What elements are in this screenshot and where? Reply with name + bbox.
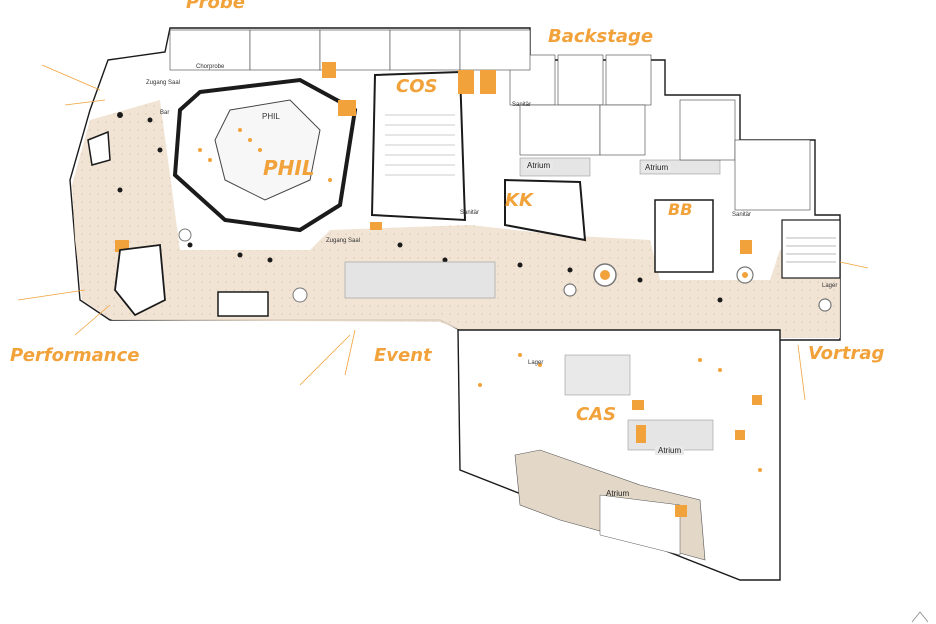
zone-label-event: Event xyxy=(374,345,432,366)
label-bar: Bar xyxy=(160,110,170,116)
zone-label-cas: CAS xyxy=(576,404,617,425)
direction-arrows xyxy=(17,64,869,401)
zone-label-kk: KK xyxy=(505,190,533,211)
label-lager-2: Lager xyxy=(528,360,544,366)
bb-room xyxy=(654,199,714,273)
phil-hall xyxy=(172,77,358,233)
label-sanitaer-3: Sanitär xyxy=(732,212,752,218)
room-label-atrium-3: Atrium xyxy=(655,446,685,455)
zone-label-cos: COS xyxy=(396,76,438,97)
room-label-atrium-1: Atrium xyxy=(524,161,554,170)
cos-hall xyxy=(370,70,467,222)
label-lager-1: Lager xyxy=(822,283,838,289)
room-label-atrium-4: Atrium xyxy=(606,489,630,498)
kk-hall xyxy=(504,178,587,242)
zone-label-probe: Probe xyxy=(186,0,245,13)
columns xyxy=(117,112,723,303)
label-sanitaer-1: Sanitär xyxy=(512,102,532,108)
seating-islands xyxy=(178,228,832,312)
zone-label-phil: PHIL xyxy=(263,156,315,180)
zone-label-bb: BB xyxy=(668,200,693,219)
label-zugang-saal-1: Zugang Saal xyxy=(326,238,361,244)
accent-furniture xyxy=(115,62,762,517)
zone-label-backstage: Backstage xyxy=(548,26,654,47)
circulation-zone xyxy=(72,100,840,338)
north-arrow-icon xyxy=(911,611,929,623)
label-chorprobe: Chorprobe xyxy=(196,64,225,70)
lower-building xyxy=(457,329,781,581)
room-label-phil-small: PHIL xyxy=(262,112,280,121)
performance-stage xyxy=(87,130,166,317)
event-counter xyxy=(217,261,496,317)
label-zugang-saal-2: Zugang Saal xyxy=(146,80,181,86)
room-label-atrium-2: Atrium xyxy=(642,163,672,172)
label-sanitaer-2: Sanitär xyxy=(460,210,480,216)
zone-label-performance: Performance xyxy=(10,345,140,366)
zone-label-vortrag: Vortrag xyxy=(808,343,885,364)
vortrag-hall xyxy=(781,219,841,279)
backstage-rooms xyxy=(169,29,811,211)
